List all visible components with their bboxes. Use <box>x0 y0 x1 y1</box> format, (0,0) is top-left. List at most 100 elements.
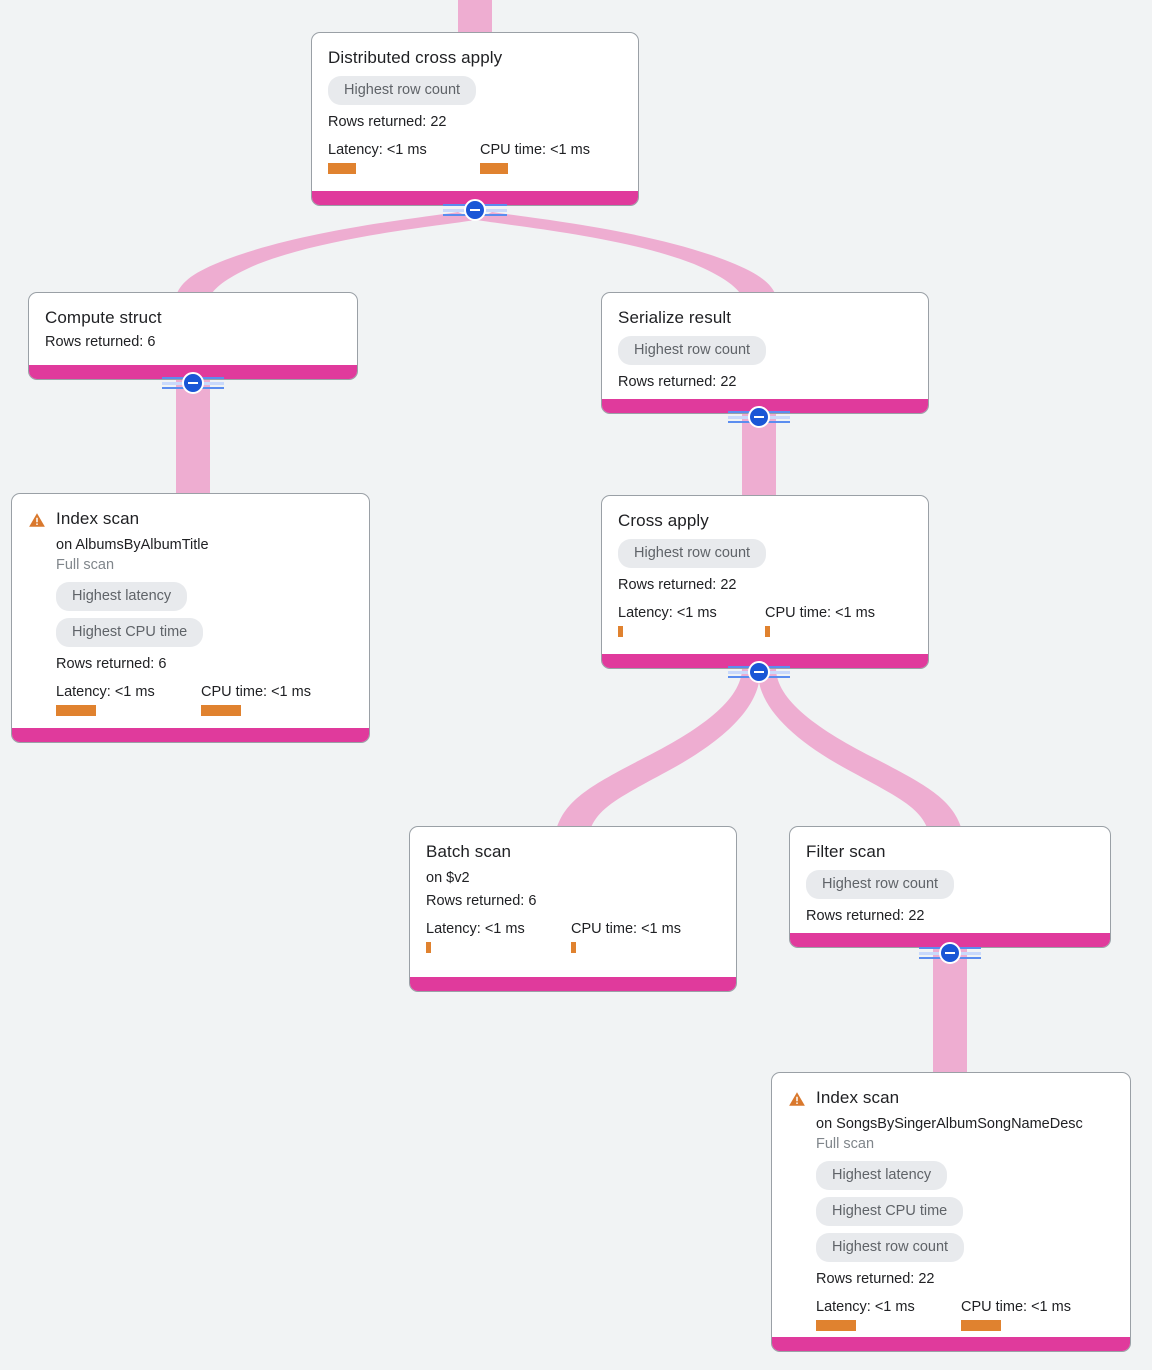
node-content: Cross apply Highest row count Rows retur… <box>602 496 928 651</box>
node-index-scan-albums[interactable]: Index scan on AlbumsByAlbumTitle Full sc… <box>11 493 370 743</box>
cpu-label: CPU time: <1 ms <box>571 921 681 937</box>
latency-bar <box>426 942 431 953</box>
rows-returned: Rows returned: 22 <box>816 1271 935 1287</box>
latency-label: Latency: <1 ms <box>618 605 717 621</box>
node-title: Index scan <box>56 509 140 528</box>
node-header: Index scan <box>788 1087 1114 1109</box>
status-badge-highest-cpu-time: Highest CPU time <box>56 618 204 647</box>
rows-returned: Rows returned: 22 <box>806 908 925 924</box>
node-header: Serialize result <box>618 307 912 329</box>
node-title: Compute struct <box>45 308 162 327</box>
latency-label: Latency: <1 ms <box>816 1299 915 1315</box>
node-bottom-bar <box>410 977 736 991</box>
cpu-bar <box>480 163 508 174</box>
rows-returned: Rows returned: 22 <box>618 374 737 390</box>
node-bottom-bar <box>790 933 1110 947</box>
rows-returned: Rows returned: 22 <box>618 577 737 593</box>
node-distributed-cross-apply[interactable]: Distributed cross apply Highest row coun… <box>311 32 639 206</box>
status-badge-highest-latency: Highest latency <box>56 582 188 611</box>
rows-returned: Rows returned: 6 <box>426 893 537 909</box>
metrics-row: Latency: <1 ms CPU time: <1 ms <box>426 920 720 953</box>
node-bottom-bar <box>12 728 369 742</box>
cpu-bar <box>961 1320 1001 1331</box>
node-bottom-bar <box>312 191 638 205</box>
cpu-bar <box>201 705 241 716</box>
latency-bar <box>328 163 356 174</box>
node-content: Batch scan on $v2 Rows returned: 6 Laten… <box>410 827 736 967</box>
cpu-metric: CPU time: <1 ms <box>480 141 590 174</box>
badge-group: Highest CPU time <box>56 611 353 647</box>
badge-group: Highest row count <box>806 863 1094 899</box>
metrics-row: Latency: <1 ms CPU time: <1 ms <box>328 141 622 174</box>
collapse-toggle-cross-apply[interactable] <box>748 661 770 683</box>
metrics-row: Latency: <1 ms CPU time: <1 ms <box>816 1298 1114 1331</box>
cpu-metric: CPU time: <1 ms <box>765 604 875 637</box>
collapse-toggle-distributed-cross-apply[interactable] <box>464 199 486 221</box>
node-content: Index scan on SongsBySingerAlbumSongName… <box>772 1073 1130 1345</box>
cpu-metric: CPU time: <1 ms <box>571 920 681 953</box>
node-header: Batch scan <box>426 841 720 863</box>
metrics-row: Latency: <1 ms CPU time: <1 ms <box>56 683 353 716</box>
badge-group: Highest row count <box>618 532 912 568</box>
warning-icon <box>29 513 45 527</box>
latency-metric: Latency: <1 ms <box>426 920 571 953</box>
node-content: Filter scan Highest row count Rows retur… <box>790 827 1110 940</box>
node-content: Distributed cross apply Highest row coun… <box>312 33 638 188</box>
status-badge-highest-cpu-time: Highest CPU time <box>816 1197 964 1226</box>
node-title: Serialize result <box>618 308 732 327</box>
status-badge-highest-row-count: Highest row count <box>806 870 955 899</box>
node-details: on AlbumsByAlbumTitle Full scan Highest … <box>28 535 353 716</box>
node-header: Compute struct <box>45 307 341 329</box>
node-details: Highest row count Rows returned: 22 <box>618 329 912 392</box>
scan-note: Full scan <box>816 1136 875 1152</box>
latency-bar <box>56 705 96 716</box>
badge-group: Highest latency <box>56 575 353 611</box>
node-details: on SongsBySingerAlbumSongNameDesc Full s… <box>788 1114 1114 1331</box>
node-cross-apply[interactable]: Cross apply Highest row count Rows retur… <box>601 495 929 669</box>
badge-group: Highest row count <box>328 69 622 105</box>
scan-target: on SongsBySingerAlbumSongNameDesc <box>816 1116 1083 1132</box>
node-header: Index scan <box>28 508 353 530</box>
scan-note: Full scan <box>56 557 115 573</box>
cpu-label: CPU time: <1 ms <box>201 684 311 700</box>
badge-group: Highest row count <box>816 1226 1114 1262</box>
cpu-bar <box>765 626 770 637</box>
status-badge-highest-row-count: Highest row count <box>618 539 767 568</box>
node-header: Distributed cross apply <box>328 47 622 69</box>
node-title: Index scan <box>816 1088 900 1107</box>
latency-metric: Latency: <1 ms <box>56 683 201 716</box>
node-content: Index scan on AlbumsByAlbumTitle Full sc… <box>12 494 369 730</box>
node-content: Compute struct Rows returned: 6 <box>29 293 357 366</box>
metrics-row: Latency: <1 ms CPU time: <1 ms <box>618 604 912 637</box>
node-compute-struct[interactable]: Compute struct Rows returned: 6 <box>28 292 358 380</box>
latency-metric: Latency: <1 ms <box>816 1298 961 1331</box>
node-batch-scan[interactable]: Batch scan on $v2 Rows returned: 6 Laten… <box>409 826 737 992</box>
node-header: Cross apply <box>618 510 912 532</box>
latency-metric: Latency: <1 ms <box>618 604 765 637</box>
node-title: Filter scan <box>806 842 886 861</box>
node-header: Filter scan <box>806 841 1094 863</box>
cpu-label: CPU time: <1 ms <box>961 1299 1071 1315</box>
node-title: Cross apply <box>618 511 709 530</box>
warning-icon <box>789 1092 805 1106</box>
status-badge-highest-row-count: Highest row count <box>618 336 767 365</box>
latency-bar <box>618 626 623 637</box>
node-filter-scan[interactable]: Filter scan Highest row count Rows retur… <box>789 826 1111 948</box>
rows-returned: Rows returned: 6 <box>56 656 167 672</box>
status-badge-highest-row-count: Highest row count <box>328 76 477 105</box>
latency-label: Latency: <1 ms <box>56 684 155 700</box>
node-index-scan-songs[interactable]: Index scan on SongsBySingerAlbumSongName… <box>771 1072 1131 1352</box>
scan-target: on $v2 <box>426 870 470 886</box>
collapse-toggle-filter-scan[interactable] <box>939 942 961 964</box>
node-title: Distributed cross apply <box>328 48 503 67</box>
rows-returned: Rows returned: 22 <box>328 114 447 130</box>
node-details: Highest row count Rows returned: 22 Late… <box>618 532 912 637</box>
collapse-toggle-serialize-result[interactable] <box>748 406 770 428</box>
node-bottom-bar <box>772 1337 1130 1351</box>
rows-returned: Rows returned: 6 <box>45 334 156 350</box>
node-serialize-result[interactable]: Serialize result Highest row count Rows … <box>601 292 929 414</box>
collapse-toggle-compute-struct[interactable] <box>182 372 204 394</box>
status-badge-highest-latency: Highest latency <box>816 1161 948 1190</box>
cpu-metric: CPU time: <1 ms <box>961 1298 1071 1331</box>
